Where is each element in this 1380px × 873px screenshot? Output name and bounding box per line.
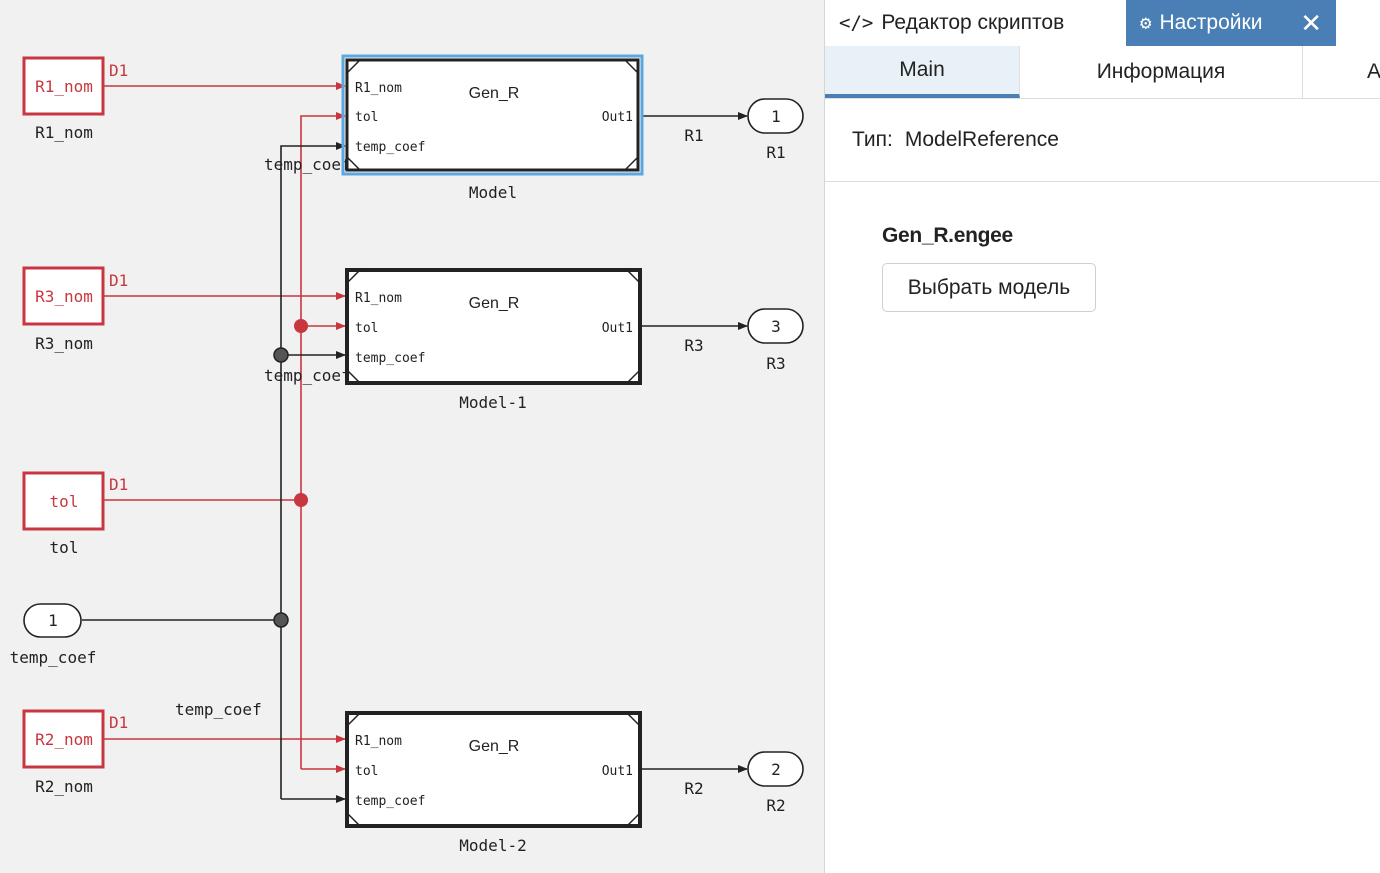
tab-script-editor-label: Редактор скриптов [881,11,1065,34]
settings-sub-tabs: Main Информация А [825,46,1380,99]
svg-text:D1: D1 [109,713,128,732]
svg-text:temp_coef: temp_coef [355,351,425,366]
svg-text:R1_nom: R1_nom [35,77,93,96]
svg-text:tol: tol [50,492,79,511]
svg-text:R1: R1 [684,126,703,145]
svg-text:R1_nom: R1_nom [355,734,402,749]
referenced-model-name: Gen_R.engee [882,224,1013,247]
tab-script-editor[interactable]: </> Редактор скриптов [839,0,1064,46]
svg-text:R3: R3 [766,354,785,373]
svg-text:Gen_R: Gen_R [469,295,520,312]
model-block-model-1[interactable]: Gen_R R1_nom tol temp_coef Out1 Model-1 [345,268,642,412]
panel-top-tabs: </> Редактор скриптов ⚙ Настройки ✕ [825,0,1380,46]
signal-label: temp_coef [175,700,262,719]
junction-dot [294,319,308,333]
svg-text:temp_coef: temp_coef [10,648,97,667]
signal-label: temp_coef [264,366,351,385]
source-block-r3-nom[interactable]: R3_nom D1 R3_nom [22,266,128,353]
svg-text:3: 3 [771,317,781,336]
svg-text:R2: R2 [684,779,703,798]
svg-text:tol: tol [355,764,378,779]
outport-r1[interactable]: R1 1 R1 [684,98,804,162]
svg-text:R2_nom: R2_nom [35,777,93,796]
inport-temp-coef[interactable]: 1 temp_coef [10,603,97,667]
svg-text:temp_coef: temp_coef [355,794,425,809]
junction-dot [273,347,289,363]
model-block-model[interactable]: Gen_R R1_nom tol temp_coef Out1 Model [341,54,644,202]
tab-main[interactable]: Main [825,46,1020,98]
svg-text:Gen_R: Gen_R [469,738,520,755]
svg-text:tol: tol [355,110,378,125]
svg-text:Out1: Out1 [602,764,633,779]
svg-text:R1: R1 [766,143,785,162]
svg-text:1: 1 [48,611,58,630]
svg-text:R3: R3 [684,336,703,355]
svg-text:D1: D1 [109,61,128,80]
svg-text:1: 1 [771,107,781,126]
choose-model-button[interactable]: Выбрать модель [882,263,1096,312]
code-icon: </> [839,12,874,34]
close-icon[interactable]: ✕ [1300,8,1322,38]
gear-icon: ⚙ [1140,12,1152,34]
source-block-r2-nom[interactable]: R2_nom D1 R2_nom [22,709,128,796]
svg-text:tol: tol [50,538,79,557]
junction-dot [294,493,308,507]
block-type-label: Тип: [852,128,893,151]
wires-signal[interactable] [82,112,748,803]
settings-panel: </> Редактор скриптов ⚙ Настройки ✕ Main… [824,0,1380,873]
svg-text:R3_nom: R3_nom [35,334,93,353]
svg-text:Out1: Out1 [602,110,633,125]
model-block-model-2[interactable]: Gen_R R1_nom tol temp_coef Out1 Model-2 [345,711,642,855]
svg-text:R1_nom: R1_nom [355,81,402,96]
outport-r2[interactable]: R2 2 R2 [684,751,804,815]
wires-data[interactable] [104,82,346,773]
svg-text:D1: D1 [109,271,128,290]
svg-text:R2_nom: R2_nom [35,730,93,749]
tab-settings-label: Настройки [1159,11,1263,34]
block-type-row: Тип: ModelReference [825,99,1380,182]
svg-text:temp_coef: temp_coef [355,140,425,155]
svg-text:Out1: Out1 [602,321,633,336]
tab-settings[interactable]: ⚙ Настройки ✕ [1126,0,1336,46]
tab-more-truncated[interactable]: А [1366,60,1380,83]
svg-text:R1_nom: R1_nom [35,123,93,142]
svg-text:tol: tol [355,321,378,336]
svg-text:Model-1: Model-1 [459,393,526,412]
svg-text:D1: D1 [109,475,128,494]
selection-outline [341,54,644,176]
tab-information[interactable]: Информация [1020,46,1303,98]
junction-dot [273,612,289,628]
svg-text:R3_nom: R3_nom [35,287,93,306]
source-block-tol[interactable]: tol D1 tol [22,471,128,557]
svg-text:2: 2 [771,760,781,779]
svg-text:R1_nom: R1_nom [355,291,402,306]
source-block-r1-nom[interactable]: R1_nom D1 R1_nom [22,56,128,142]
svg-text:Gen_R: Gen_R [469,85,520,102]
signal-label: temp_coef [264,155,351,174]
outport-r3[interactable]: R3 3 R3 [684,308,804,373]
svg-text:Model-2: Model-2 [459,836,526,855]
svg-text:R2: R2 [766,796,785,815]
block-type-value: ModelReference [904,128,1059,151]
svg-text:Model: Model [469,183,517,202]
diagram-canvas[interactable]: R1_nom D1 R1_nom R3_nom D1 R3_nom tol D1… [0,0,824,873]
